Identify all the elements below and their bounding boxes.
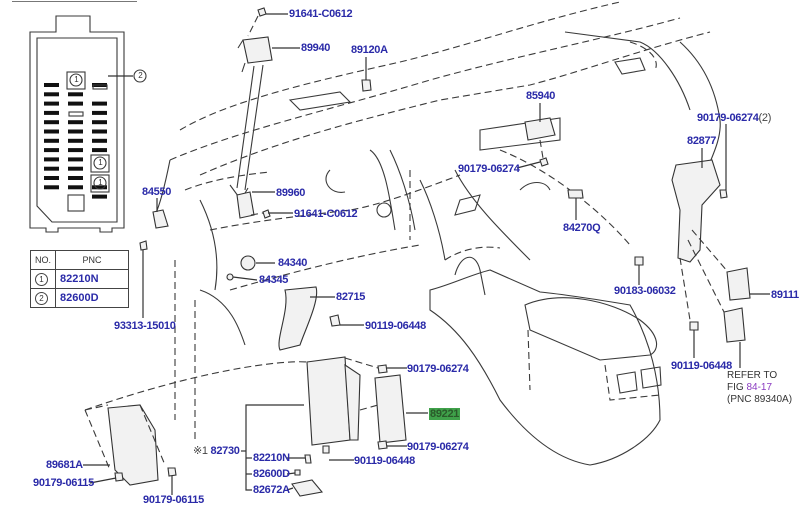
fuse-callout-1: 1 — [98, 158, 103, 167]
part-label-82715[interactable]: 82715 — [336, 291, 366, 303]
fuse-slot — [92, 148, 107, 153]
row-number: 1 — [35, 272, 48, 286]
fuse-slot — [92, 138, 107, 143]
fuse-slot — [44, 157, 59, 162]
fuse-slot — [44, 148, 59, 153]
top-border-line — [12, 1, 137, 2]
part-label-82730[interactable]: ※1 82730 — [193, 445, 240, 457]
part-label-90119-06448-lower[interactable]: 90119-06448 — [354, 455, 415, 467]
header-pnc: PNC — [55, 250, 130, 270]
fuse-slot — [68, 148, 83, 153]
part-label-93313-15010[interactable]: 93313-15010 — [114, 320, 176, 332]
part-label-84340[interactable]: 84340 — [278, 257, 308, 269]
fuse-slot — [44, 166, 59, 171]
part-label-90179-06274-upper[interactable]: 90179-06274 — [407, 363, 469, 375]
fuse-callout-1: 1 — [74, 75, 79, 84]
part-label-89960[interactable]: 89960 — [276, 187, 306, 199]
part-label-90179-06274-lower[interactable]: 90179-06274 — [407, 441, 469, 453]
assembly-dash-lines — [84, 15, 729, 471]
fuse-slot — [44, 120, 59, 125]
part-label-90119-06448-right[interactable]: 90119-06448 — [671, 360, 732, 372]
figure-reference-link[interactable]: 84-17 — [746, 382, 773, 393]
note-marker: ※1 — [193, 445, 208, 457]
part-label-90179-06274-qty2[interactable]: 90179-06274(2) — [697, 112, 771, 124]
fuse-slot — [92, 194, 107, 199]
fuse-slot — [44, 92, 59, 97]
part-label-91641-C0612[interactable]: 91641-C0612 — [289, 8, 353, 20]
refer-line-2: FIG 84-17 — [727, 382, 792, 394]
fuse-slot — [68, 92, 83, 97]
refer-to-note: REFER TO FIG 84-17 (PNC 89340A) — [727, 370, 792, 406]
part-label-82877[interactable]: 82877 — [687, 135, 717, 147]
dashboard-outline — [154, 1, 721, 440]
part-label-85940[interactable]: 85940 — [526, 90, 556, 102]
part-label-90179-06274[interactable]: 90179-06274 — [458, 163, 520, 175]
table-row: 2 82600D — [29, 288, 130, 308]
fuse-slot — [68, 185, 83, 190]
fuse-callout-1: 1 — [98, 178, 103, 187]
fig-prefix: FIG — [727, 382, 747, 393]
fuse-slot — [68, 176, 83, 180]
part-number: 90179-06274 — [697, 112, 759, 124]
fuse-slot — [68, 120, 83, 125]
fuse-slot — [68, 166, 83, 171]
part-label-90119-06448[interactable]: 90119-06448 — [365, 320, 426, 332]
fuse-slot — [44, 176, 59, 180]
part-label-90179-06115-bottom[interactable]: 90179-06115 — [143, 494, 204, 506]
part-label-84345[interactable]: 84345 — [259, 274, 289, 286]
fuse-slot — [68, 129, 83, 134]
part-label-84550[interactable]: 84550 — [142, 186, 172, 198]
row-pnc[interactable]: 82600D — [55, 288, 130, 308]
fuse-slot — [92, 110, 107, 115]
part-label-89681A[interactable]: 89681A — [46, 459, 83, 471]
fuse-slot — [92, 101, 107, 106]
refer-line-1: REFER TO — [727, 370, 778, 381]
fuse-slot — [68, 101, 83, 106]
part-label-82672A[interactable]: 82672A — [253, 484, 290, 496]
part-number: 82730 — [210, 445, 240, 457]
part-label-90183-06032[interactable]: 90183-06032 — [614, 285, 676, 297]
fuse-block — [29, 15, 147, 233]
center-console — [429, 246, 662, 466]
pnc-legend-table: NO. PNC 1 82210N 2 82600D — [29, 250, 130, 308]
row-number: 2 — [35, 291, 48, 305]
part-label-91641-C0612-mid[interactable]: 91641-C0612 — [294, 208, 358, 220]
row-number-cell: 1 — [29, 269, 57, 289]
leader-lines — [83, 13, 770, 495]
quantity: (2) — [758, 112, 772, 124]
part-label-89111[interactable]: 89111 — [771, 289, 799, 301]
part-label-89120A[interactable]: 89120A — [351, 44, 388, 56]
fuse-slot — [92, 120, 107, 125]
refer-line-3: (PNC 89340A) — [727, 394, 793, 405]
part-label-82210N[interactable]: 82210N — [253, 452, 290, 464]
part-label-90179-06115[interactable]: 90179-06115 — [33, 477, 94, 489]
component-shapes — [107, 7, 751, 497]
fuse-slot — [44, 129, 59, 134]
fuse-slot — [92, 129, 107, 134]
part-label-89940[interactable]: 89940 — [301, 42, 331, 54]
fuse-slot — [44, 83, 59, 87]
table-header-row: NO. PNC — [29, 250, 130, 270]
fuse-slot — [44, 101, 59, 106]
fuse-slot — [92, 185, 107, 190]
part-label-84270Q[interactable]: 84270Q — [563, 222, 601, 234]
fuse-slot — [44, 185, 59, 190]
fuse-slot — [44, 138, 59, 143]
part-label-82600D[interactable]: 82600D — [253, 468, 290, 480]
row-pnc[interactable]: 82210N — [55, 269, 130, 289]
fuse-slot — [44, 110, 59, 115]
row-number-cell: 2 — [29, 288, 57, 308]
fuse-callout-2: 2 — [138, 71, 143, 80]
fuse-slot — [68, 138, 83, 143]
table-row: 1 82210N — [29, 269, 130, 289]
part-label-89221-highlighted[interactable]: 89221 — [429, 408, 461, 420]
header-no: NO. — [29, 250, 57, 270]
fuse-slot — [68, 157, 83, 162]
